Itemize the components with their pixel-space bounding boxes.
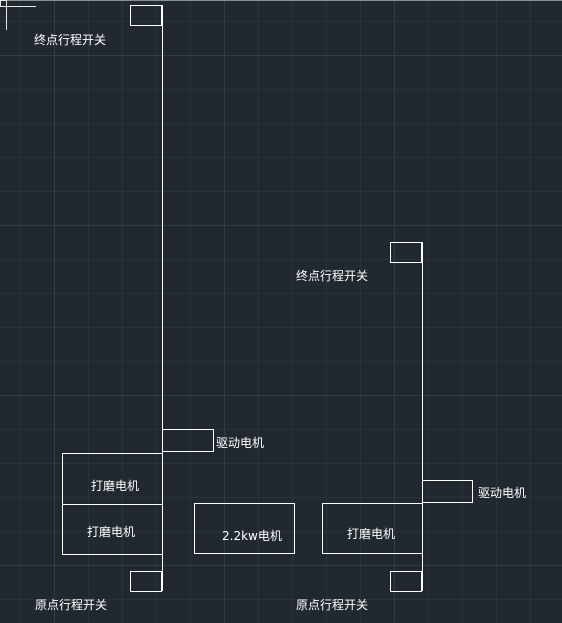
viewport-top-edge	[0, 0, 562, 1]
right-grinding-motor-shape	[322, 503, 423, 554]
left-upper-grinding-motor-label: 打磨电机	[91, 479, 140, 493]
left-end-switch-label: 终点行程开关	[34, 33, 107, 47]
right-end-switch-shape	[390, 242, 422, 263]
left-end-switch-shape	[130, 5, 162, 26]
right-drive-motor-label: 驱动电机	[478, 486, 527, 500]
left-origin-switch-label: 原点行程开关	[35, 598, 108, 612]
right-grinding-motor-label: 打磨电机	[347, 527, 396, 541]
left-origin-switch-shape	[130, 571, 162, 592]
right-drive-motor-shape	[422, 480, 473, 503]
ucs-icon-y-axis	[6, 0, 7, 30]
ucs-icon-x-axis	[0, 6, 36, 7]
motor-22kw-label: 2.2kw电机	[222, 529, 282, 543]
motor-22kw-shape	[194, 503, 295, 554]
ucs-origin-icon	[0, 0, 7, 7]
right-origin-switch-shape	[390, 571, 422, 592]
left-lower-grinding-motor-shape	[62, 504, 163, 555]
right-end-switch-label: 终点行程开关	[296, 269, 369, 283]
left-drive-motor-shape	[162, 429, 214, 452]
left-drive-motor-label: 驱动电机	[216, 436, 265, 450]
left-lower-grinding-motor-label: 打磨电机	[87, 525, 136, 539]
right-origin-switch-label: 原点行程开关	[296, 598, 369, 612]
